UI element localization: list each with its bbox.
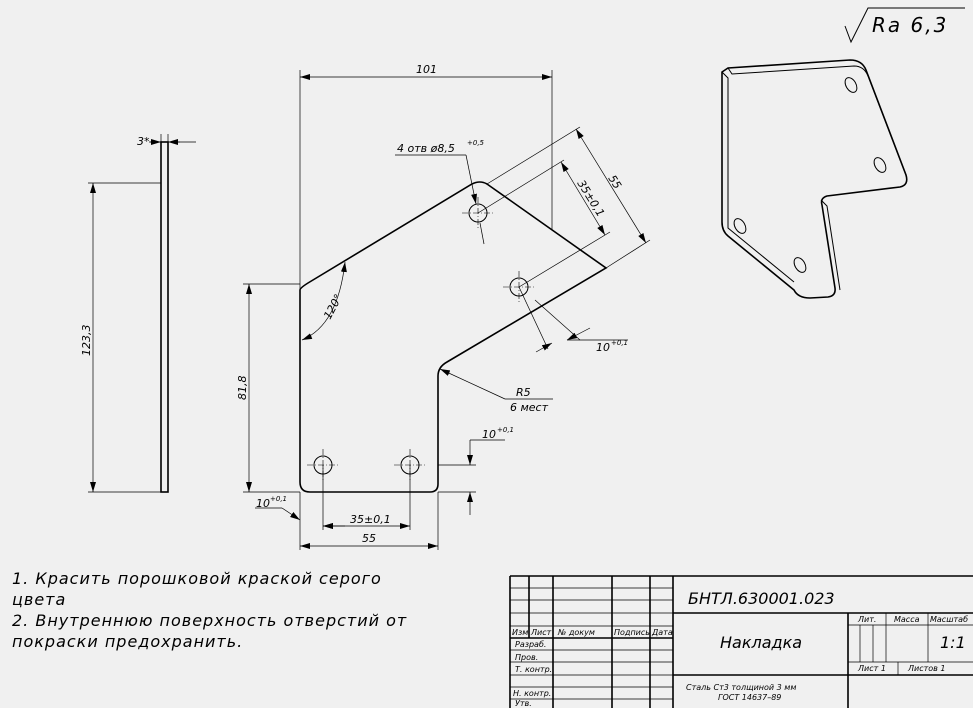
drawing-designation: БНТЛ.630001.023 bbox=[688, 589, 835, 608]
dim-10-angled: 10 bbox=[596, 341, 610, 354]
dim-35-angled: 35±0,1 bbox=[574, 178, 607, 219]
row-prov: Пров. bbox=[515, 653, 538, 662]
dim-width-101: 101 bbox=[416, 63, 437, 76]
note-line-1: 1. Красить порошковой краской серого bbox=[12, 569, 382, 588]
material-line-1: Сталь Ст3 толщиной 3 мм bbox=[686, 683, 796, 692]
surface-roughness-symbol: Ra 6,3 bbox=[844, 7, 965, 44]
dim-radius-count: 6 мест bbox=[510, 401, 549, 414]
scale-value: 1:1 bbox=[940, 633, 966, 652]
dim-35-bottom: 35±0,1 bbox=[350, 513, 391, 526]
dim-55-angled: 55 bbox=[605, 173, 623, 192]
sheet-number: Лист 1 bbox=[857, 664, 886, 673]
tol-10-left: +0,1 bbox=[270, 495, 287, 503]
dim-10-right: 10 bbox=[482, 428, 496, 441]
row-tkontr: Т. контр. bbox=[515, 665, 552, 674]
col-list: Лист bbox=[530, 628, 552, 637]
roughness-value: Ra 6,3 bbox=[872, 13, 948, 37]
row-utv: Утв. bbox=[515, 699, 532, 708]
dim-height-81: 81,8 bbox=[236, 376, 249, 401]
material-line-2: ГОСТ 14637–89 bbox=[718, 693, 781, 702]
note-line-3: 2. Внутреннюю поверхность отверстий от bbox=[12, 611, 407, 630]
dim-radius: R5 bbox=[516, 386, 531, 399]
row-nkontr: Н. контр. bbox=[513, 689, 551, 698]
dim-10-left: 10 bbox=[256, 497, 270, 510]
tol-10-angled: +0,1 bbox=[611, 339, 628, 347]
tol-10-right: +0,1 bbox=[497, 426, 514, 434]
dim-height-123: 123,3 bbox=[80, 325, 93, 357]
part-name: Накладка bbox=[720, 633, 802, 652]
col-izm: Изм bbox=[512, 628, 528, 637]
col-sign: Подпись bbox=[614, 628, 650, 637]
dim-55-bottom: 55 bbox=[362, 532, 376, 545]
title-block: БНТЛ.630001.023 Накладка Сталь Ст3 толщи… bbox=[509, 575, 973, 708]
sheet-count: Листов 1 bbox=[907, 664, 946, 673]
technical-notes: 1. Красить порошковой краской серого цве… bbox=[12, 569, 407, 651]
note-line-4: покраски предохранить. bbox=[12, 632, 243, 651]
dim-angle-120: 120° bbox=[321, 292, 345, 322]
col-lit: Лит. bbox=[857, 615, 876, 624]
col-scale: Масштаб bbox=[930, 615, 968, 624]
holes-tolerance: +0,5 bbox=[467, 139, 485, 147]
col-doc: № докум bbox=[557, 628, 595, 637]
isometric-view bbox=[721, 59, 908, 299]
side-view: 3* 123,3 bbox=[80, 134, 196, 493]
note-line-2: цвета bbox=[12, 590, 66, 609]
col-mass: Масса bbox=[894, 615, 920, 624]
row-razrab: Разраб. bbox=[515, 640, 546, 649]
front-view: 101 81,8 4 отв ø8,5 +0,5 55 35±0,1 120° … bbox=[236, 63, 651, 550]
dim-thickness: 3* bbox=[137, 135, 150, 148]
holes-note: 4 отв ø8,5 bbox=[397, 142, 455, 155]
col-date: Дата bbox=[651, 628, 673, 637]
